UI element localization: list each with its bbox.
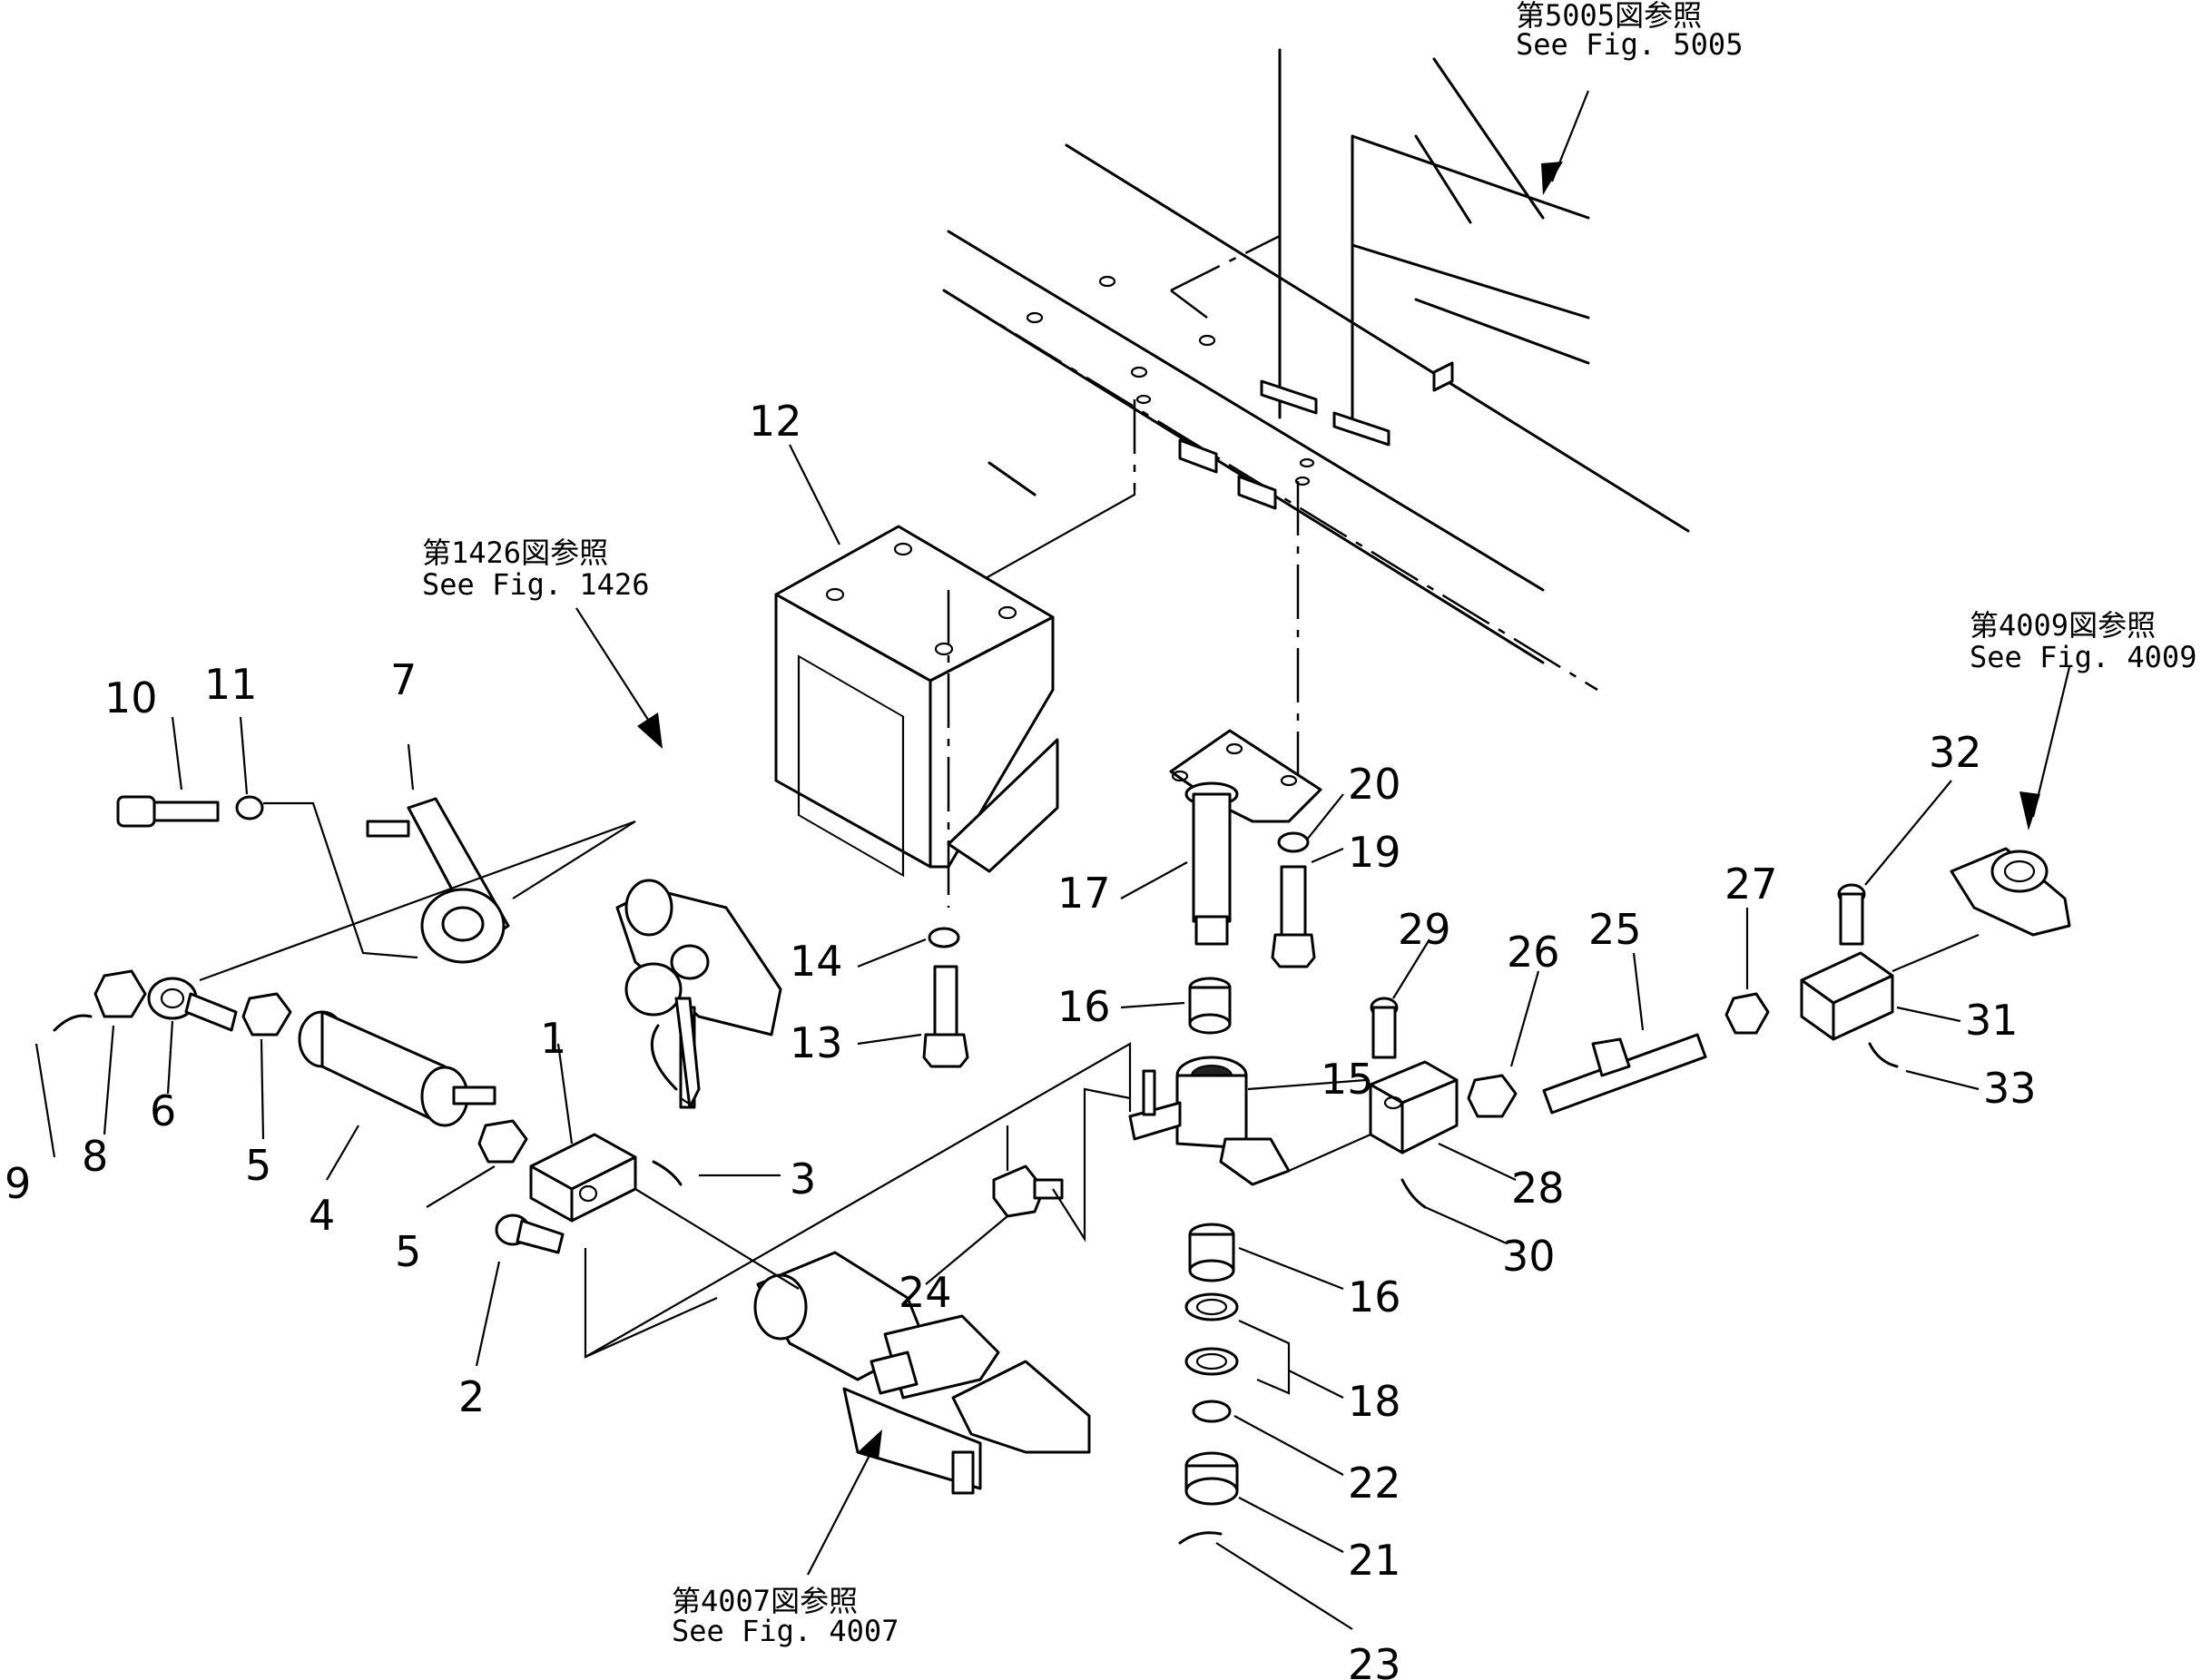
svg-text:See Fig. 1426: See Fig. 1426 [422, 567, 649, 602]
reference-label-4007: 第4007図参照 See Fig. 4007 [672, 1584, 899, 1648]
part-label: 33 [1983, 1064, 2037, 1113]
svg-text:See Fig. 5005: See Fig. 5005 [1516, 27, 1743, 62]
center-assembly [922, 729, 1322, 1545]
cylinder-assembly-4007 [585, 1042, 1132, 1495]
part-label: 15 [1321, 1055, 1374, 1104]
reference-label-1426: 第1426図参照 See Fig. 1426 [422, 535, 649, 602]
svg-text:See Fig. 4007: See Fig. 4007 [672, 1614, 899, 1648]
part-label: 23 [1348, 1640, 1401, 1680]
part-label: 20 [1348, 760, 1401, 809]
part-label: 12 [749, 397, 802, 446]
valve-assembly-1426 [615, 879, 782, 1109]
reference-label-4009: 第4009図参照 See Fig. 4009 [1970, 608, 2196, 674]
svg-text:第5005図参照: 第5005図参照 [1516, 0, 1702, 33]
part-label: 5 [245, 1141, 271, 1190]
part-label: 13 [790, 1018, 843, 1067]
right-linkage-assembly [1288, 847, 2071, 1209]
part-label: 1 [540, 1014, 566, 1063]
svg-text:See Fig. 4009: See Fig. 4009 [1970, 640, 2196, 674]
reference-label-5005: 第5005図参照 See Fig. 5005 [1516, 0, 1743, 62]
part-label: 4 [309, 1191, 335, 1240]
part-label: 5 [395, 1227, 421, 1276]
part-label: 14 [790, 937, 843, 986]
part-label: 29 [1398, 905, 1451, 954]
part-label: 21 [1348, 1536, 1401, 1585]
part-label: 25 [1588, 905, 1642, 954]
part-label: 3 [790, 1154, 816, 1204]
part-label: 16 [1057, 982, 1111, 1031]
part-label: 9 [5, 1159, 31, 1208]
part-label: 2 [458, 1372, 485, 1421]
svg-text:第1426図参照: 第1426図参照 [422, 535, 608, 570]
part-label: 16 [1348, 1272, 1401, 1321]
part-number-labels: 1 2 3 4 5 5 6 7 8 9 10 11 12 13 14 15 16… [5, 397, 2037, 1680]
part-label: 10 [104, 673, 158, 722]
part-label: 22 [1348, 1459, 1401, 1508]
part-label: 18 [1348, 1377, 1401, 1426]
part-label: 19 [1348, 828, 1401, 877]
reference-arrows [575, 90, 2071, 1576]
part-label: 27 [1724, 860, 1778, 909]
frame-structure [942, 48, 1690, 790]
part-label: 8 [82, 1132, 108, 1181]
part-label: 7 [390, 655, 417, 704]
part-label: 6 [150, 1086, 176, 1135]
part-label: 32 [1929, 728, 1982, 777]
part-label: 31 [1965, 996, 2019, 1045]
part-label: 11 [204, 660, 258, 709]
part-label: 24 [899, 1268, 952, 1317]
leader-lines [34, 444, 1980, 1630]
svg-text:第4007図参照: 第4007図参照 [672, 1584, 858, 1618]
svg-text:第4009図参照: 第4009図参照 [1970, 608, 2156, 643]
left-linkage-assembly [53, 795, 718, 1359]
part-label: 28 [1511, 1164, 1565, 1213]
part-label: 30 [1502, 1232, 1556, 1281]
bracket-part-12 [774, 525, 1059, 908]
part-label: 17 [1057, 869, 1111, 918]
part-label: 26 [1507, 928, 1560, 977]
